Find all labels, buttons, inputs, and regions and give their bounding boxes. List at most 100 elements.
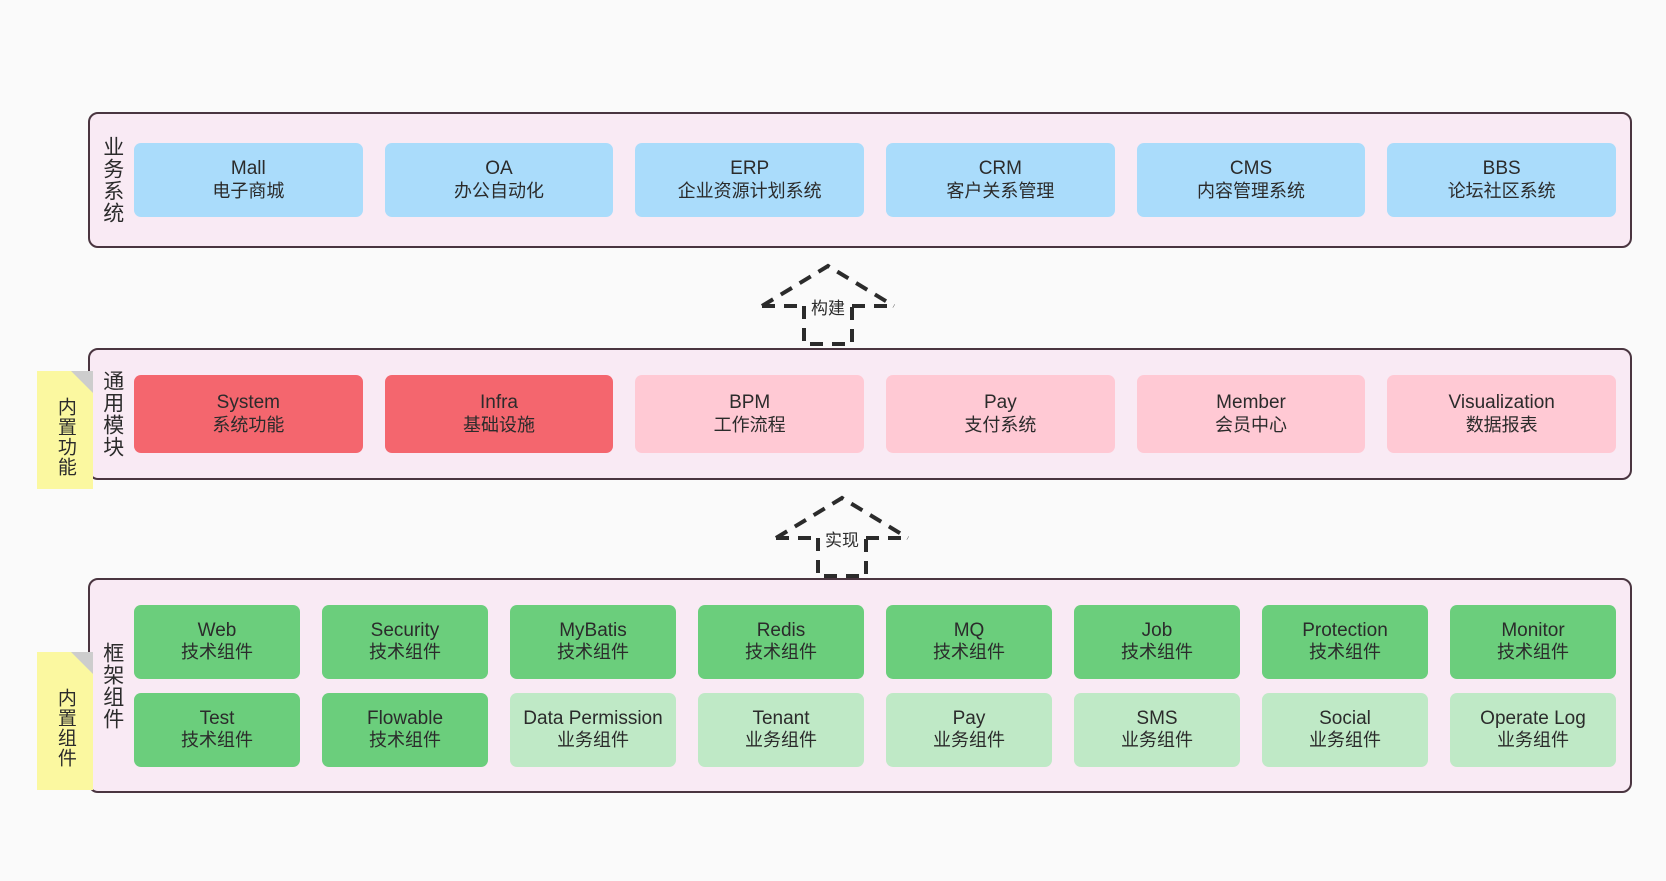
node-desc: 办公自动化	[454, 180, 544, 201]
node-desc: 工作流程	[713, 414, 786, 435]
node-desc: 业务组件	[557, 730, 629, 751]
node-desc: 内容管理系统	[1197, 180, 1306, 201]
node-name: Data Permission	[523, 707, 663, 729]
node-name: System	[216, 392, 281, 414]
node-desc: 业务组件	[933, 730, 1005, 751]
node-name: Web	[197, 619, 237, 641]
note-fold-icon	[71, 652, 93, 674]
node-name: CMS	[1229, 158, 1273, 180]
node-name: Tenant	[752, 707, 810, 729]
node-name: Protection	[1302, 619, 1388, 641]
node-desc: 技术组件	[369, 642, 441, 663]
node-desc: 技术组件	[181, 642, 253, 663]
node-desc: 技术组件	[1309, 642, 1381, 663]
node-desc: 论坛社区系统	[1447, 180, 1556, 201]
node-name: Infra	[479, 392, 519, 414]
node-desc: 技术组件	[1121, 642, 1193, 663]
node-name: Job	[1141, 619, 1173, 641]
node-desc: 技术组件	[745, 642, 817, 663]
note-builtin-features: 内置功能	[37, 371, 93, 489]
node-desc: 企业资源计划系统	[677, 180, 822, 201]
node-name: Monitor	[1501, 619, 1565, 641]
connector-build-label: 构建	[811, 299, 845, 318]
node-name: Security	[370, 619, 440, 641]
node-desc: 技术组件	[557, 642, 629, 663]
node-desc: 业务组件	[1497, 730, 1569, 751]
node-desc: 客户关系管理	[946, 180, 1055, 201]
node-desc: 业务组件	[1309, 730, 1381, 751]
node-name: MyBatis	[559, 619, 627, 641]
note-builtin-components-text: 内置组件	[54, 688, 76, 768]
node-name: Flowable	[366, 707, 444, 729]
node-desc: 技术组件	[181, 730, 253, 751]
note-fold-icon	[71, 371, 93, 393]
node-desc: 技术组件	[933, 642, 1005, 663]
node-desc: 会员中心	[1215, 414, 1288, 435]
layer-business-title: 业务系统	[100, 136, 124, 224]
node-name: MQ	[953, 619, 985, 641]
node-desc: 技术组件	[1497, 642, 1569, 663]
node-name: Pay	[952, 707, 986, 729]
note-builtin-features-text: 内置功能	[54, 397, 76, 477]
note-builtin-components: 内置组件	[37, 652, 93, 790]
layer-framework-title: 框架组件	[100, 641, 124, 730]
node-name: BPM	[729, 392, 771, 414]
node-desc: 业务组件	[1121, 730, 1193, 751]
node-name: Mall	[230, 158, 266, 180]
node-name: Pay	[983, 392, 1017, 414]
node-desc: 系统功能	[212, 414, 285, 435]
connector-implement-label: 实现	[825, 531, 859, 550]
node-desc: 业务组件	[745, 730, 817, 751]
layer-common-title: 通用模块	[100, 370, 124, 458]
node-name: OA	[485, 158, 513, 180]
connector-build: 构建	[758, 262, 898, 348]
node-name: ERP	[730, 158, 770, 180]
node-desc: 电子商城	[212, 180, 285, 201]
node-name: CRM	[978, 158, 1022, 180]
node-desc: 支付系统	[964, 414, 1037, 435]
node-name: Member	[1216, 392, 1286, 414]
node-desc: 基础设施	[463, 414, 535, 435]
node-name: Operate Log	[1480, 707, 1586, 729]
node-name: Test	[199, 707, 235, 729]
node-name: Social	[1319, 707, 1371, 729]
node-desc: 数据报表	[1465, 414, 1538, 435]
